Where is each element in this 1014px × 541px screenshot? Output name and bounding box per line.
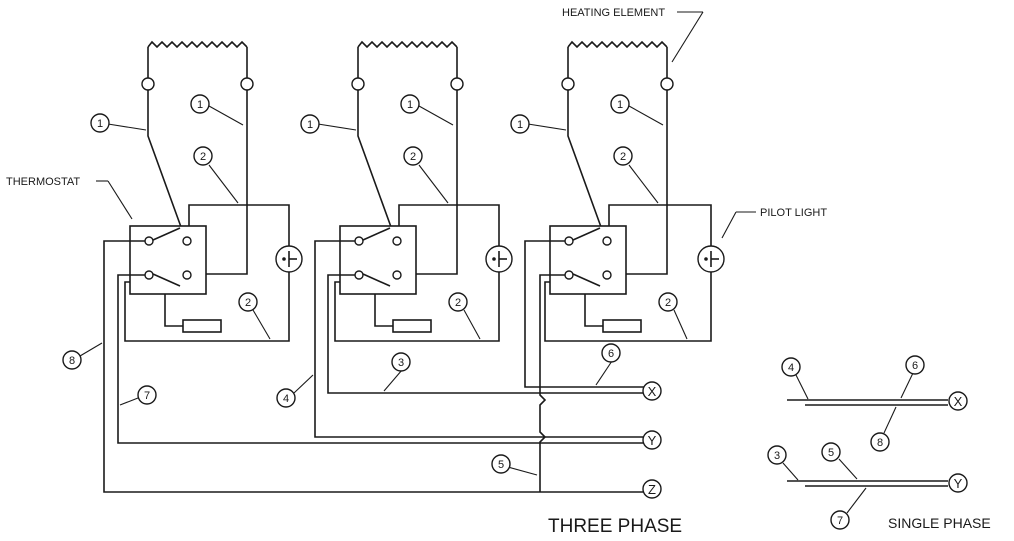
pilot-light-label: PILOT LIGHT: [760, 207, 827, 219]
terminal-y: [642, 430, 662, 450]
callout-2: 2: [200, 151, 206, 163]
callout-7: 7: [144, 390, 150, 402]
terminal-z-label: Z: [648, 482, 656, 497]
wire-1-right: [187, 90, 248, 275]
callout-1: 1: [517, 119, 523, 131]
callout-8: 8: [69, 355, 75, 367]
wire-2-pilot: [188, 204, 290, 246]
element-terminal: [450, 77, 464, 91]
thermostat-resistor: [602, 319, 642, 333]
wire-1-left: [147, 90, 186, 239]
callout-1: 1: [97, 118, 103, 130]
heating-element-coil: [147, 40, 248, 49]
callout-1: 1: [307, 119, 313, 131]
heater-unit-2: [334, 40, 513, 342]
terminal-z: [642, 479, 662, 499]
callout-5: 5: [498, 459, 504, 471]
terminal-x-single: [948, 391, 968, 411]
callout-3: 3: [774, 450, 780, 462]
callouts: 1 1 1 1 1 1 2 2 2 2 2 2 8 7 4 3 6 5 4 6 …: [62, 94, 925, 530]
thermostat-box: [129, 225, 207, 295]
wire-8: [103, 240, 644, 493]
thermostat-label: THERMOSTAT: [6, 176, 80, 188]
callout-2: 2: [620, 151, 626, 163]
wire-1-right: [607, 90, 668, 275]
heating-element-label: HEATING ELEMENT: [562, 7, 665, 19]
wire-5: [539, 274, 565, 492]
callout-2: 2: [410, 151, 416, 163]
three-phase-label: THREE PHASE: [548, 516, 682, 537]
element-terminal: [240, 77, 254, 91]
terminal-y-label: Y: [648, 433, 657, 448]
three-phase-supply-wiring: X Y Z: [103, 240, 662, 499]
wire-3: [327, 274, 644, 394]
terminal-x-single-label: X: [954, 394, 963, 409]
callout-8: 8: [877, 437, 883, 449]
wire-1-right: [397, 90, 458, 275]
element-terminal: [660, 77, 674, 91]
wire-2-pilot: [608, 204, 712, 246]
element-terminal: [561, 77, 575, 91]
callout-5: 5: [828, 447, 834, 459]
heater-unit-3: [544, 40, 725, 342]
wire-6: [524, 240, 644, 388]
single-phase-label: SINGLE PHASE: [888, 515, 991, 531]
thermostat-box: [549, 225, 627, 295]
terminal-y-single: [948, 473, 968, 493]
callout-2: 2: [455, 297, 461, 309]
callout-2: 2: [665, 297, 671, 309]
element-terminal: [141, 77, 155, 91]
thermostat-resistor: [182, 319, 222, 333]
callout-1: 1: [407, 99, 413, 111]
thermostat-box: [339, 225, 417, 295]
callout-2: 2: [245, 297, 251, 309]
wire-1-left: [357, 90, 396, 239]
terminal-y-single-label: Y: [954, 476, 963, 491]
callout-1: 1: [617, 99, 623, 111]
terminal-x: [642, 381, 662, 401]
wire-1-left: [567, 90, 606, 239]
callout-6: 6: [608, 348, 614, 360]
thermostat-resistor: [392, 319, 432, 333]
heating-element-coil: [357, 40, 458, 49]
wire-4: [314, 240, 644, 438]
single-phase-wiring: X Y: [787, 391, 968, 493]
callout-3: 3: [398, 357, 404, 369]
wire-2-pilot: [398, 204, 500, 246]
element-terminal: [351, 77, 365, 91]
callout-6: 6: [912, 360, 918, 372]
heating-element-coil: [567, 40, 668, 49]
terminal-x-label: X: [648, 384, 657, 399]
callout-1: 1: [197, 99, 203, 111]
callout-7: 7: [837, 515, 843, 527]
wire-7: [117, 274, 644, 444]
callout-4: 4: [283, 393, 289, 405]
callout-4: 4: [788, 362, 794, 374]
heater-unit-1: [124, 40, 303, 342]
leader-lines: [79, 11, 914, 514]
